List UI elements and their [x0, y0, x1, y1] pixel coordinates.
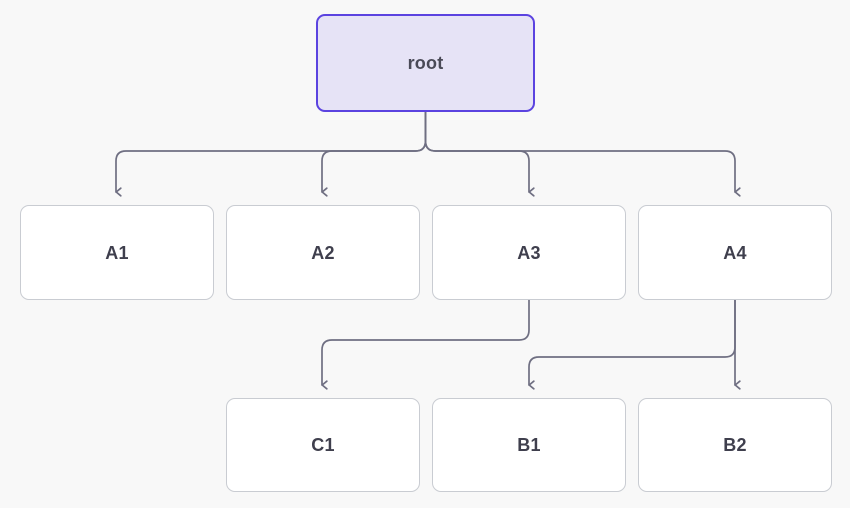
node-B2[interactable]: B2 [638, 398, 832, 492]
node-label-A2: A2 [311, 242, 335, 263]
node-label-A1: A1 [105, 242, 129, 263]
node-label-C1: C1 [311, 435, 335, 455]
node-label-root: root [407, 53, 444, 73]
edge-A4-to-B1 [528, 299, 736, 390]
edge-root-to-A4 [424, 111, 741, 197]
node-label-B1: B1 [517, 435, 541, 455]
edge-A3-to-C1 [321, 299, 530, 390]
node-C1[interactable]: C1 [226, 398, 420, 492]
node-A1[interactable]: A1 [20, 205, 214, 300]
edge-root-to-A3 [424, 111, 535, 197]
edge-root-to-A2 [321, 111, 427, 197]
edge-root-to-A1 [115, 111, 427, 197]
node-A2[interactable]: A2 [226, 205, 420, 300]
node-label-B2: B2 [723, 435, 747, 455]
node-label-A3: A3 [517, 242, 541, 263]
node-A4[interactable]: A4 [638, 205, 832, 300]
node-label-A4: A4 [723, 242, 747, 263]
node-B1[interactable]: B1 [432, 398, 626, 492]
node-root[interactable]: root [316, 14, 535, 112]
node-A3[interactable]: A3 [432, 205, 626, 300]
